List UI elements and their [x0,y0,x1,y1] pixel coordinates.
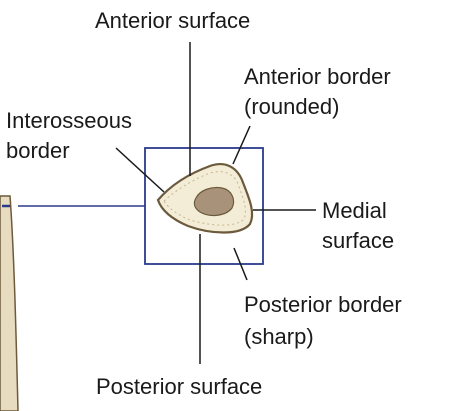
label-posterior-border-line1: Posterior border [244,292,402,317]
label-interosseous-line2: border [6,138,70,163]
leader-interosseous-border [115,147,165,193]
section-frame [144,147,264,265]
tibia-shaft [0,195,19,411]
label-posterior-border-line2: (sharp) [244,324,314,349]
label-medial-line2: surface [322,228,394,253]
label-medial-line1: Medial [322,198,387,223]
label-posterior-surface: Posterior surface [96,374,262,399]
leader-posterior-border [233,247,248,281]
label-anterior-border-line1: Anterior border [244,64,391,89]
label-anterior-border-line2: (rounded) [244,94,339,119]
label-anterior-surface: Anterior surface [95,8,250,33]
marrow-cavity [193,186,235,217]
label-interosseous-line1: Interosseous [6,108,132,133]
leader-anterior-border [232,125,251,165]
